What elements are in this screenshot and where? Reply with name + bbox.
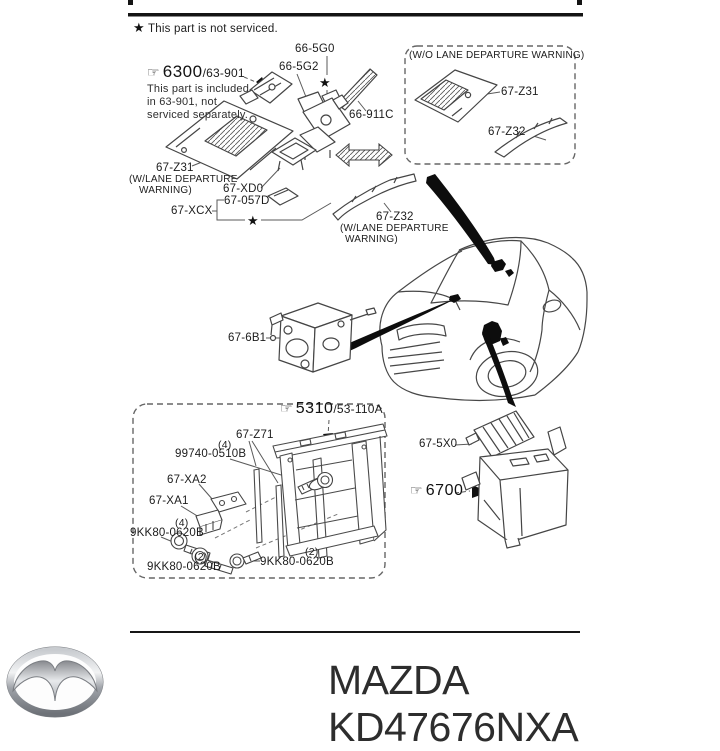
hand-pointer-icon: ☞ (410, 482, 423, 498)
bracket-67-xa2-part (210, 491, 247, 513)
qty-4b: (4) (175, 517, 189, 529)
part-code-5310: 5310 (295, 400, 334, 417)
caption-w-lane-1b: (W/LANE DEPARTURE (340, 223, 449, 234)
fusebox-6700-part (461, 426, 569, 549)
page-border (128, 0, 583, 17)
wo-lane-departure-box (404, 45, 576, 165)
qty-4: (4) (218, 439, 232, 451)
sensor-67-6b1-part (269, 302, 377, 373)
car-mount-points (449, 259, 514, 346)
label-67-5x0: 67-5X0 (419, 438, 458, 450)
label-66-5g2: 66-5G2 (279, 61, 319, 73)
bolt-99740-part (297, 471, 334, 495)
label-67-z71: 67-Z71 (236, 429, 274, 441)
label-99740-0510b: 99740-0510B (175, 448, 247, 460)
part-code-63-901: /63-901 (202, 66, 245, 80)
legend-text: This part is not serviced. (148, 23, 278, 35)
caption-w-lane-2: WARNING) (139, 185, 192, 196)
label-9kk80-c: 9KK80-0620B (260, 556, 334, 568)
note-line: This part is included (147, 83, 250, 95)
radiator-support-frame (272, 423, 388, 559)
label-66-911c: 66-911C (349, 109, 394, 121)
label-67-z32: 67-Z32 (376, 211, 414, 223)
hand-pointer-icon: ☞ (147, 64, 160, 80)
wo-lane-box-title: (W/O LANE DEPARTURE WARNING) (409, 50, 585, 61)
label-9kk80-a: 9KK80-0620B (130, 527, 204, 539)
note-6300: This part is included in 63-901, not ser… (147, 83, 249, 122)
radiator-support-box (132, 403, 386, 579)
bracket-67-057d-part (267, 187, 299, 206)
mazda-logo (6, 646, 104, 718)
diagram-line-art (128, 0, 588, 579)
label-67-z31: 67-Z31 (156, 162, 194, 174)
star-icon: ★ (319, 75, 331, 90)
ref-6700: ☞6700 (410, 482, 463, 500)
console-67-z31-part (165, 100, 294, 180)
seals-67-z71-part (253, 468, 285, 558)
strip-67-z32-wo-part (494, 117, 568, 158)
label-67-z31-wo: 67-Z31 (501, 86, 539, 98)
label-66-5g0: 66-5G0 (295, 43, 335, 55)
strip-67-z32-part (332, 173, 417, 221)
part-code-53-110a: /53-110A (333, 402, 383, 416)
note-line: in 63-901, not (147, 96, 218, 108)
label-9kk80-b: 9KK80-0620B (147, 561, 221, 573)
qty-2a: (2) (194, 551, 208, 563)
overhead-lamp-6300 (239, 71, 293, 105)
clip-67-xa1-part (195, 509, 223, 536)
label-67-6b1: 67-6B1 (228, 332, 267, 344)
ref-5310: ☞5310/53-110A (280, 400, 383, 418)
legend-not-serviced: ★ This part is not serviced. (133, 20, 278, 36)
thick-pointer-arrows (345, 174, 516, 407)
star-icon: ★ (247, 213, 259, 228)
label-67-xa1: 67-XA1 (149, 495, 189, 507)
console-67-z31-wo-part (414, 69, 498, 123)
label-67-xa2: 67-XA2 (167, 474, 207, 486)
hand-pointer-icon: ☞ (280, 400, 293, 416)
parts-diagram: ★ This part is not serviced. ☞6300/63-90… (128, 0, 588, 579)
label-67-057d: 67-057D (224, 195, 270, 207)
part-code-6700: 6700 (425, 482, 464, 499)
footer-part-number: MAZDA KD47676NXA (328, 657, 579, 750)
label-67-xd0: 67-XD0 (223, 183, 264, 195)
footer-divider (130, 631, 580, 634)
bracket-66-911c-part (332, 68, 378, 111)
star-icon: ★ (133, 20, 145, 35)
ref-6300: ☞6300/63-901 (147, 62, 245, 82)
module-67-5x0-part (465, 410, 535, 458)
bracket-67-xd0-part (271, 137, 317, 172)
caption-w-lane-2b: WARNING) (345, 234, 398, 245)
caption-w-lane-1: (W/LANE DEPARTURE (129, 174, 238, 185)
bolts-9kk80-parts (170, 532, 262, 575)
part-code-6300: 6300 (162, 62, 203, 81)
label-67-xcx: 67-XCX (171, 205, 213, 217)
note-line: serviced separately. (147, 109, 249, 121)
qty-2b: (2) (305, 546, 319, 558)
label-67-z32-wo: 67-Z32 (488, 126, 526, 138)
double-arrow-symbol (335, 142, 393, 168)
